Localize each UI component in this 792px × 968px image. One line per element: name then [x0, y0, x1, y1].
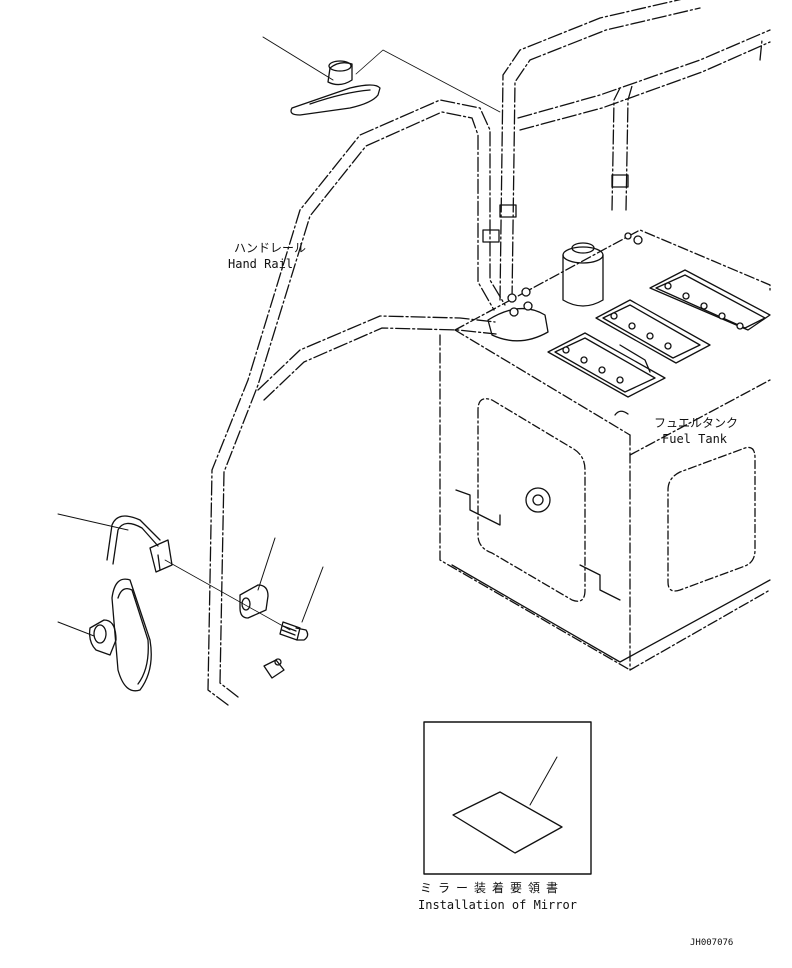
hand-rail-label-jp: ハンドレール: [234, 241, 307, 255]
mirror-stay: [106, 515, 173, 573]
fuel-tank-label-en: Fuel Tank: [662, 432, 728, 446]
lower-mirror: [88, 578, 152, 692]
fuel-tank-label-jp: フュエルタンク: [654, 416, 739, 430]
top-mirror: [290, 60, 381, 116]
hand-rail: [207, 0, 771, 706]
drawing-id: JH007076: [690, 938, 734, 948]
leader-clamp: [257, 537, 276, 591]
clamp: [239, 584, 269, 619]
fuel-tank: [439, 229, 771, 671]
leader-top-mirror: [262, 36, 334, 81]
fuel-tank-bolts: [507, 232, 744, 384]
leader-bolt: [301, 566, 324, 623]
leader-manual: [529, 756, 558, 806]
leader-stay: [57, 513, 129, 531]
manual-frame: [423, 721, 592, 875]
bolt: [279, 621, 309, 641]
rail-bracket: [263, 658, 285, 679]
hand-rail-label-en: Hand Rail: [228, 257, 294, 271]
rail-collars: [482, 174, 629, 243]
manual-label-jp: ミラー装着要領書: [420, 881, 565, 895]
manual-sheet: [452, 791, 563, 854]
manual-label-en: Installation of Mirror: [418, 898, 577, 912]
leader-mirror-to-rail: [355, 49, 501, 113]
assembly-axis: [164, 559, 291, 631]
leader-lower-mirror: [57, 621, 95, 637]
